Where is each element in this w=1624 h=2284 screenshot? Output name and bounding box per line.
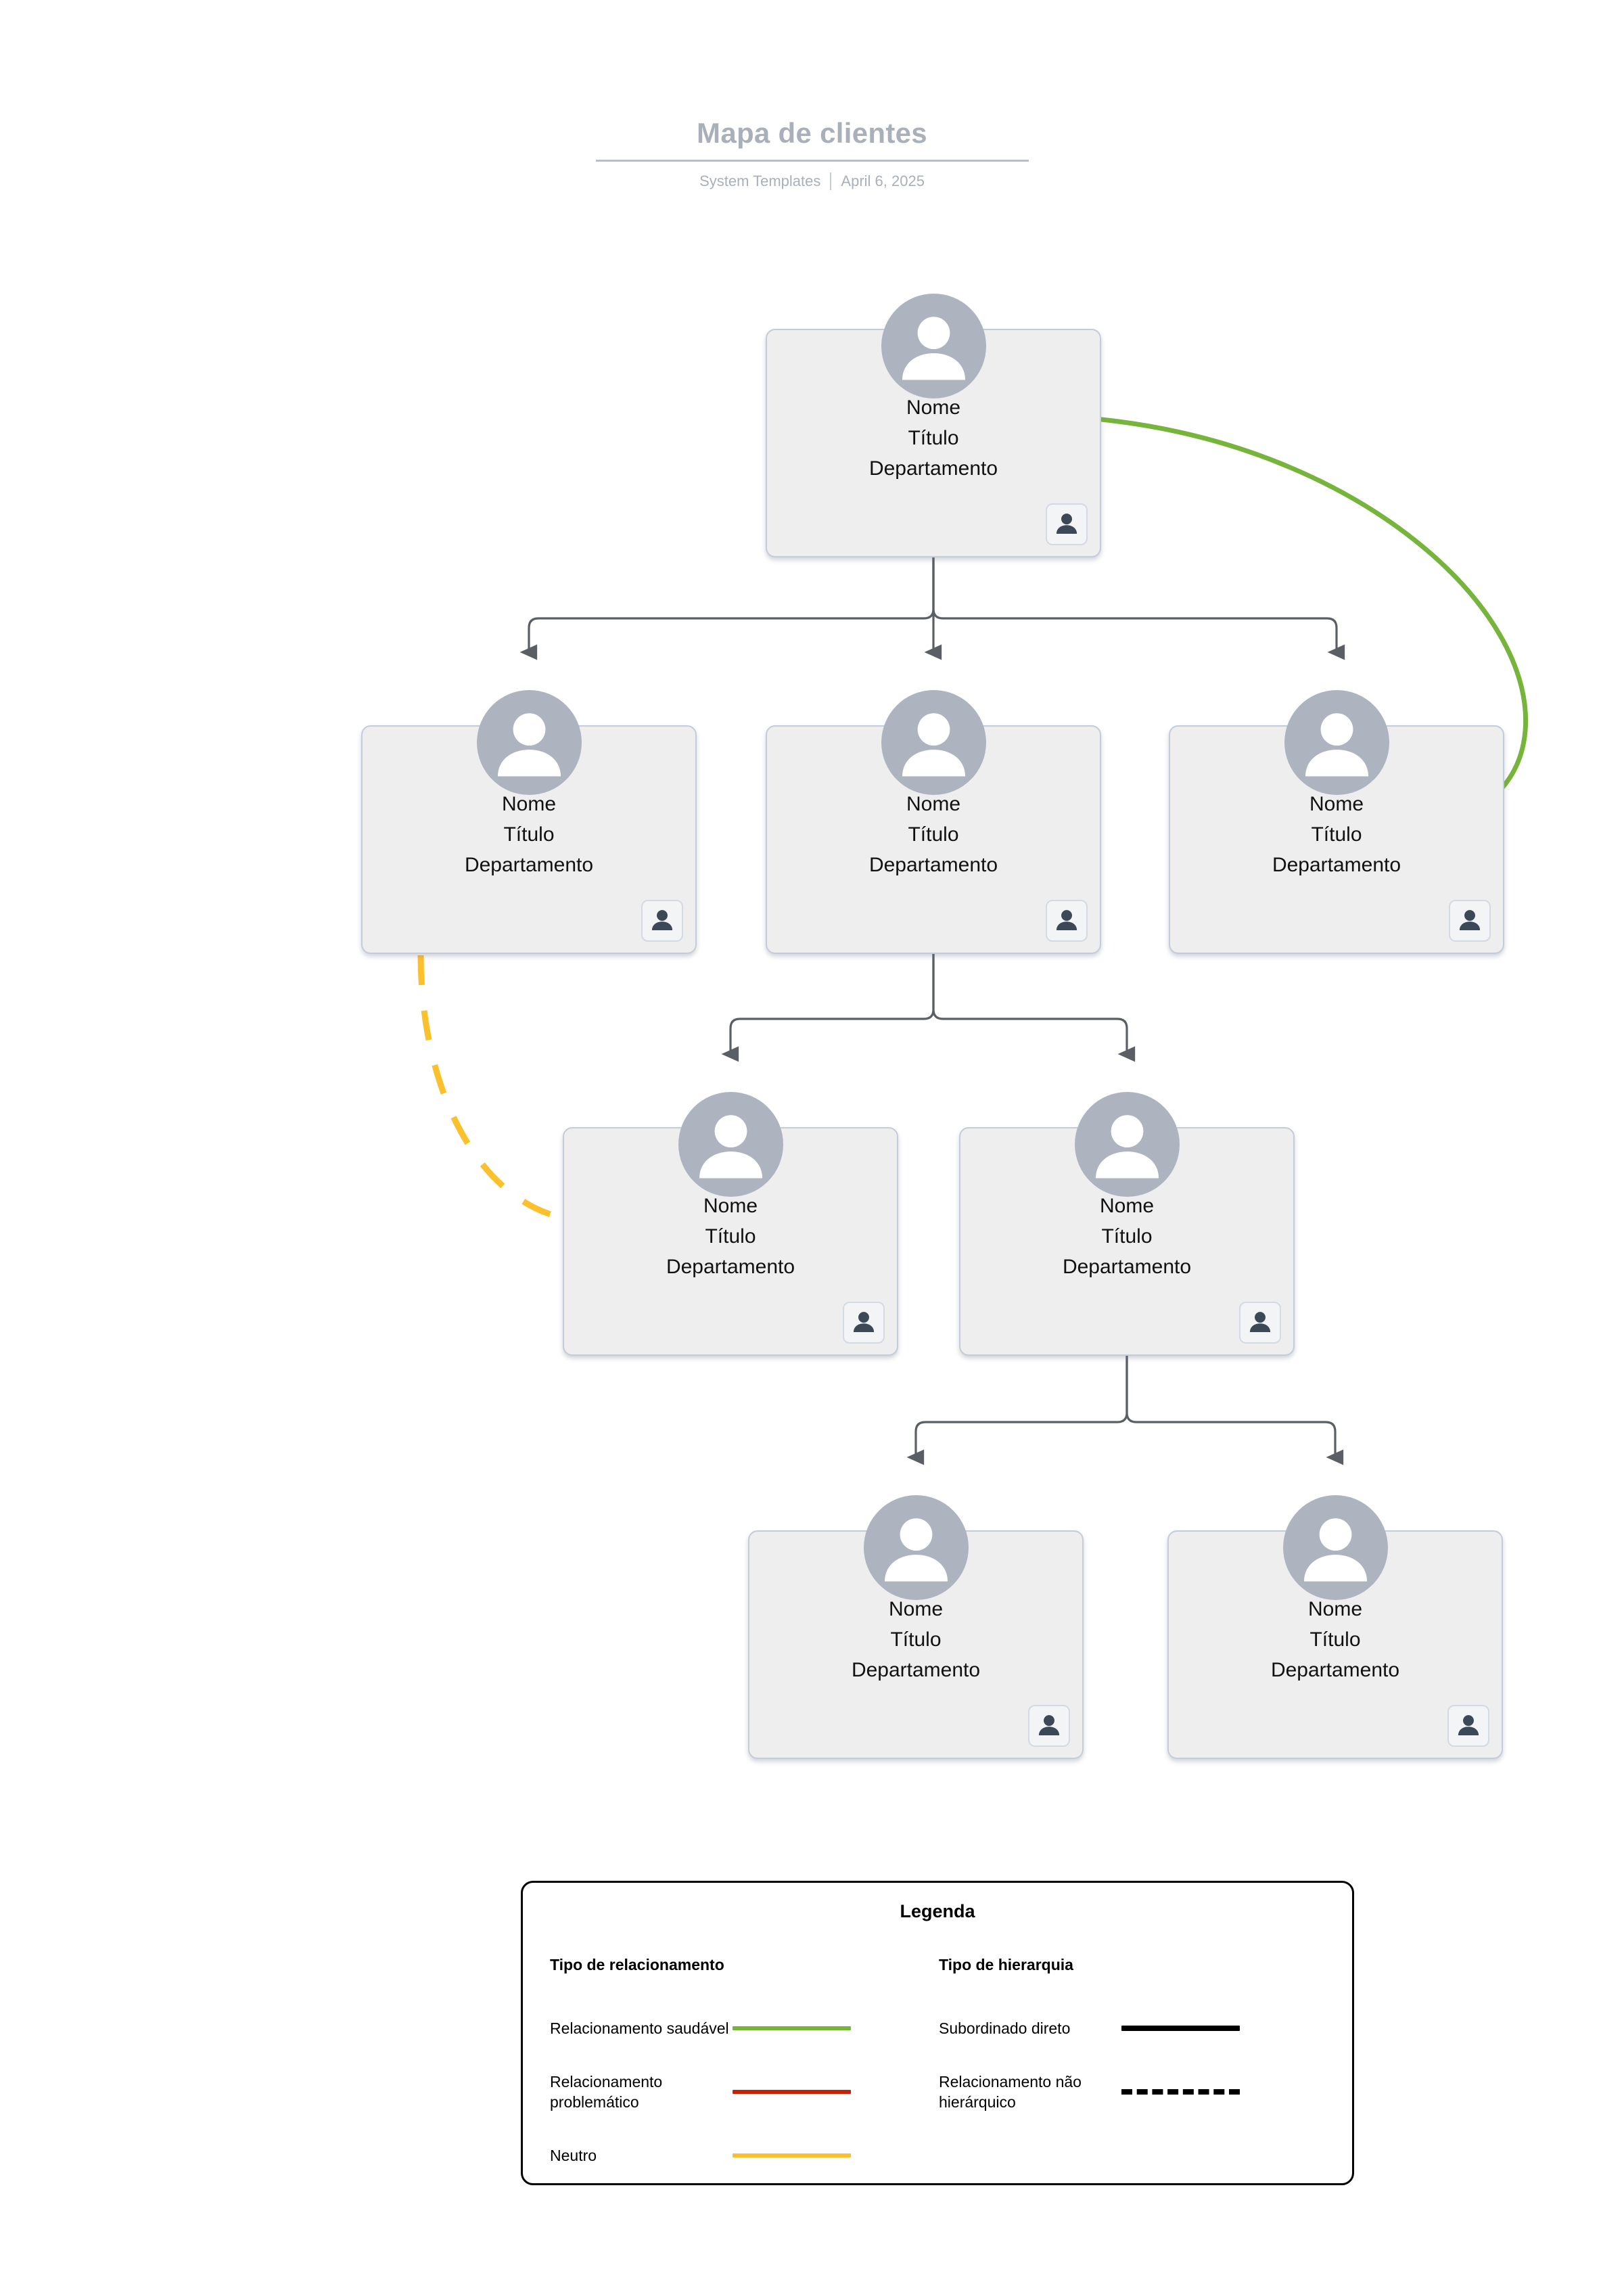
line-sample-red	[733, 2089, 851, 2094]
person-avatar-icon	[678, 1092, 783, 1197]
edge-n6-n8	[1126, 1356, 1344, 1465]
legend-title: Legenda	[900, 1901, 975, 1921]
edge-n1-n2	[519, 557, 935, 660]
person-title: Título	[890, 1628, 942, 1651]
person-name: Nome	[1309, 793, 1364, 815]
person-badge-icon[interactable]	[1239, 1302, 1281, 1344]
person-title: Título	[1311, 823, 1362, 846]
person-name: Nome	[1307, 1598, 1363, 1620]
legend-swatch-problematic	[733, 2089, 851, 2094]
legend-item-direct-report: Subordinado direto	[939, 2003, 1331, 2053]
person-department: Departamento	[666, 1256, 795, 1278]
legend-column-hierarchy: Tipo de hierarquia Subordinado direto Re…	[939, 1956, 1331, 2130]
edge-relationship-neutral	[417, 955, 564, 1221]
person-department: Departamento	[464, 854, 594, 876]
person-title: Título	[908, 823, 959, 846]
legend-item-neutral: Neutro	[550, 2130, 929, 2180]
line-sample-amber	[733, 2153, 851, 2157]
person-avatar-icon	[1075, 1092, 1180, 1197]
edge-n6-n7	[906, 1356, 1128, 1465]
person-badge-icon[interactable]	[641, 900, 683, 942]
legend-swatch-direct-report	[1121, 2025, 1240, 2031]
title-divider	[595, 160, 1029, 162]
person-avatar-icon	[881, 294, 986, 398]
line-sample-dashed-black	[1121, 2088, 1240, 2095]
legend-heading-relationship: Tipo de relacionamento	[550, 1956, 724, 1973]
person-department: Departamento	[868, 854, 998, 876]
person-title: Título	[1309, 1628, 1361, 1651]
legend-label-neutral: Neutro	[550, 2146, 597, 2164]
person-name: Nome	[703, 1195, 758, 1217]
person-badge-icon[interactable]	[1028, 1705, 1070, 1747]
legend-label-direct-report: Subordinado direto	[939, 2019, 1071, 2037]
edge-n1-n4	[932, 557, 1345, 660]
page-title: Mapa de clientes	[697, 117, 927, 149]
legend-swatch-non-hierarchical	[1121, 2088, 1240, 2095]
legend-item-healthy: Relacionamento saudável	[550, 2003, 929, 2053]
person-avatar-icon	[881, 690, 986, 795]
legend-panel: Legenda Tipo de relacionamento Relaciona…	[521, 1881, 1354, 2185]
person-department: Departamento	[1272, 854, 1401, 876]
person-title: Título	[1101, 1225, 1153, 1248]
person-badge-icon[interactable]	[843, 1302, 885, 1344]
page-subtitle: System Templates April 6, 2025	[0, 173, 1624, 190]
legend-item-non-hierarchical: Relacionamento não hierárquico	[939, 2066, 1331, 2117]
line-sample-solid-black	[1121, 2025, 1240, 2031]
legend-swatch-healthy	[733, 2026, 851, 2030]
person-title: Título	[503, 823, 555, 846]
legend-heading-hierarchy: Tipo de hierarquia	[939, 1956, 1073, 1973]
person-name: Nome	[906, 793, 961, 815]
legend-label-problematic: Relacionamento problemático	[550, 2072, 663, 2111]
edge-n3-n6	[932, 954, 1136, 1062]
person-name: Nome	[888, 1598, 944, 1620]
legend-column-relationship: Tipo de relacionamento Relacionamento sa…	[550, 1956, 929, 2193]
person-badge-icon[interactable]	[1447, 1705, 1489, 1747]
person-title: Título	[908, 427, 959, 449]
person-department: Departamento	[1062, 1256, 1192, 1278]
person-avatar-icon	[477, 690, 582, 795]
person-avatar-icon	[1283, 1495, 1388, 1600]
person-badge-icon[interactable]	[1046, 503, 1088, 545]
person-badge-icon[interactable]	[1449, 900, 1491, 942]
person-department: Departamento	[851, 1659, 981, 1681]
person-name: Nome	[1099, 1195, 1155, 1217]
person-avatar-icon	[864, 1495, 969, 1600]
legend-swatch-neutral	[733, 2153, 851, 2157]
line-sample-green	[733, 2026, 851, 2030]
subtitle-separator	[830, 173, 832, 190]
legend-item-problematic: Relacionamento problemático	[550, 2066, 929, 2117]
person-name: Nome	[906, 396, 961, 419]
person-badge-icon[interactable]	[1046, 900, 1088, 942]
person-department: Departamento	[1270, 1659, 1400, 1681]
person-name: Nome	[501, 793, 557, 815]
page-header: Mapa de clientes System Templates April …	[0, 119, 1624, 190]
person-title: Título	[705, 1225, 756, 1248]
person-avatar-icon	[1284, 690, 1389, 795]
subtitle-date: April 6, 2025	[841, 173, 925, 189]
subtitle-source: System Templates	[699, 173, 821, 189]
legend-label-non-hierarchical: Relacionamento não hierárquico	[939, 2072, 1082, 2111]
edge-n3-n5	[721, 954, 935, 1062]
person-department: Departamento	[868, 457, 998, 480]
legend-label-healthy: Relacionamento saudável	[550, 2019, 729, 2037]
